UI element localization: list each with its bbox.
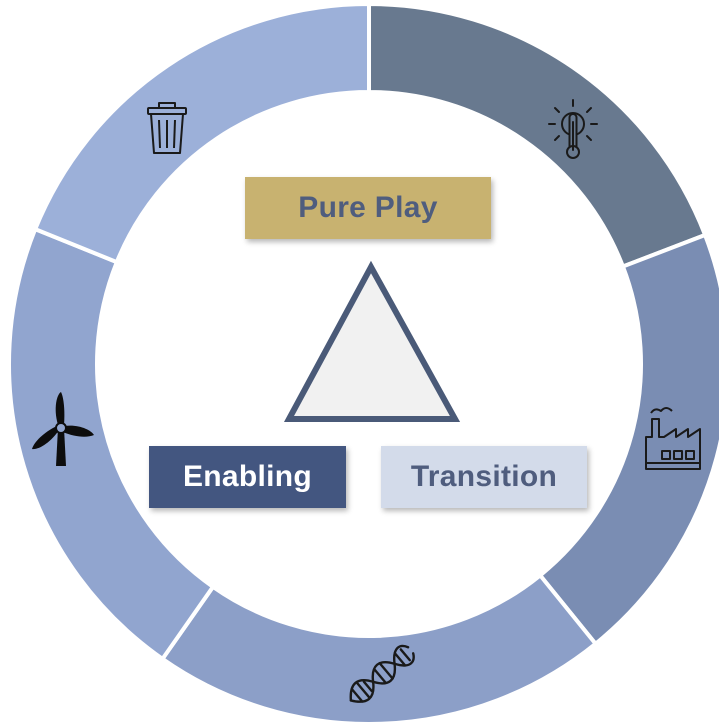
ring [7, 1, 719, 724]
enabling-label: Enabling [149, 446, 346, 508]
transition-label: Transition [381, 446, 587, 508]
center-triangle [283, 260, 461, 422]
factory-icon [645, 407, 701, 470]
ring-segment-factory [537, 232, 719, 647]
wind-turbine-icon [32, 392, 94, 466]
trash-can-icon [147, 102, 187, 154]
ring-segment-recycle-bin [32, 1, 371, 265]
thermometer-icon [548, 99, 598, 159]
dna-icon [349, 644, 415, 703]
pure-play-label: Pure Play [245, 177, 491, 239]
ring-segment-dna [159, 572, 599, 724]
